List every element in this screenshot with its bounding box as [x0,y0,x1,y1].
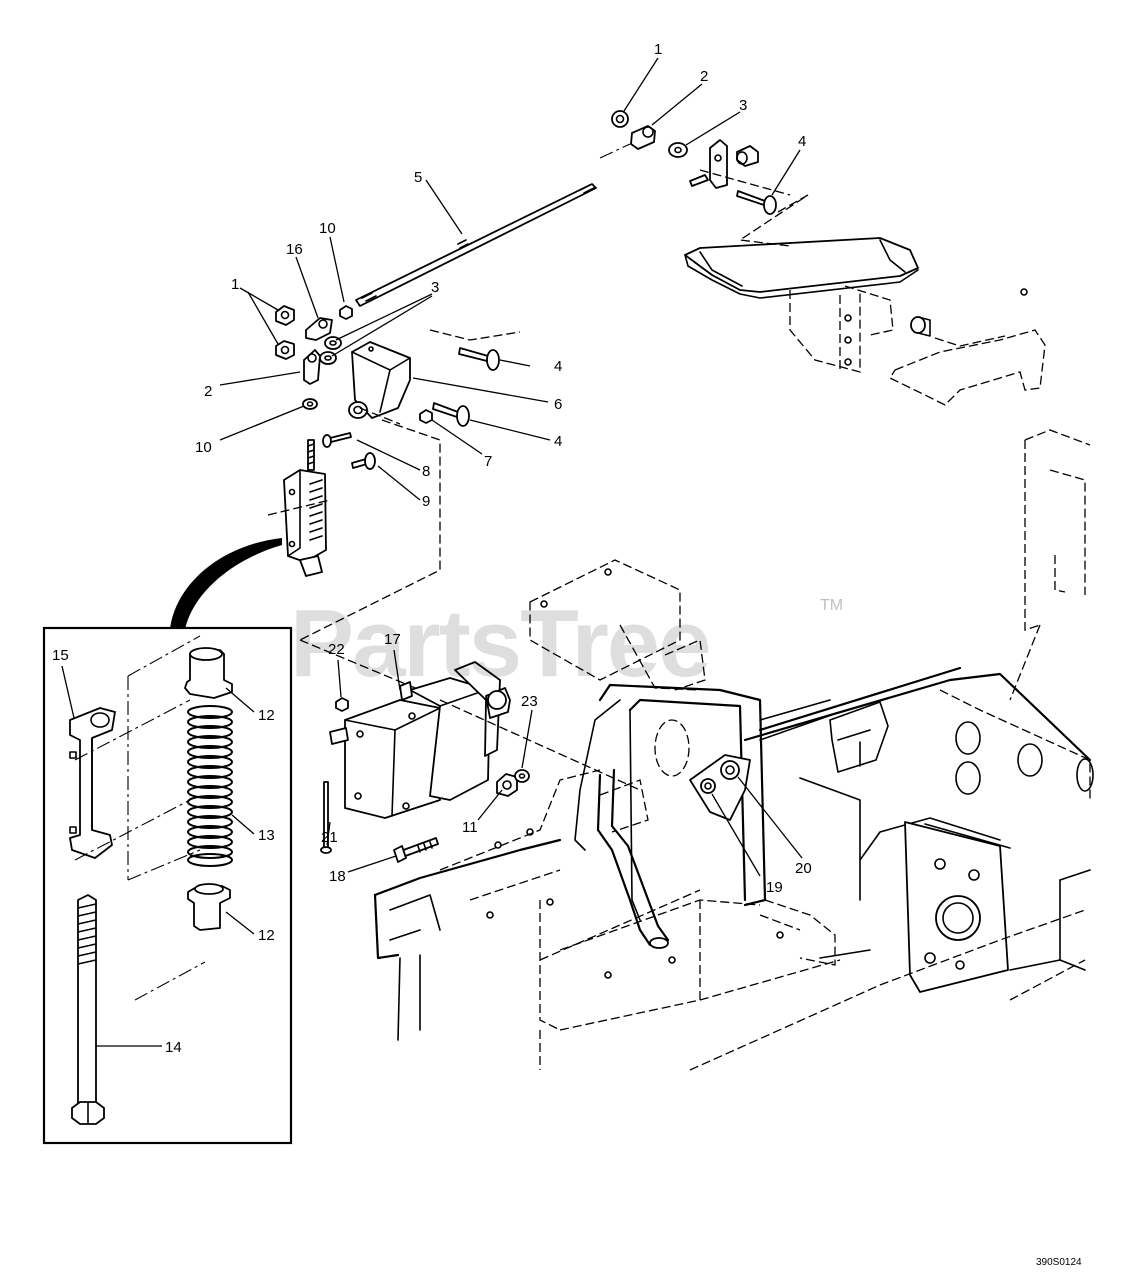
callout-20: 20 [795,860,812,877]
callout-15: 15 [52,647,69,664]
callout-18: 18 [329,868,346,885]
callout-4: 4 [554,433,562,450]
callout-4: 4 [554,358,562,375]
callout-1: 1 [231,276,239,293]
callout-8: 8 [422,463,430,480]
tractor-frame [373,429,1094,1071]
callout-22: 22 [328,641,345,658]
motor-hardware [320,697,530,863]
callout-5: 5 [414,169,422,186]
callout-11: 11 [462,819,478,836]
callout-17: 17 [384,631,401,648]
callout-13: 13 [258,827,275,844]
callout-19: 19 [766,879,783,896]
pedal-assembly [684,139,1046,406]
callout-2: 2 [700,68,708,85]
actuator-motor [329,661,641,819]
callout-2: 2 [204,383,212,400]
detail-inset [42,626,293,1145]
callout-3: 3 [431,279,439,296]
callout-labels: 1 2 3 4 5 10 16 1 3 4 2 6 10 7 4 8 9 15 … [52,41,812,1056]
drawing-code: 390S0124 [1036,1257,1082,1268]
callout-16: 16 [286,241,303,258]
callout-23: 23 [521,693,538,710]
detail-pointer-arrow [170,538,282,630]
callout-6: 6 [554,396,562,413]
watermark-text: PartsTree [290,590,710,697]
callout-7: 7 [484,453,492,470]
watermark-trademark: TM [820,597,843,614]
callout-14: 14 [165,1039,182,1056]
callout-9: 9 [422,493,430,510]
callout-21: 21 [321,829,338,846]
callout-10: 10 [319,220,336,237]
leader-lines [61,57,803,1047]
callout-12: 12 [258,707,275,724]
bellcrank-block [299,329,521,691]
control-rod [355,183,597,307]
rod-end-cluster [275,305,353,410]
upper-rod-end-hardware [599,110,688,159]
bracket-bolts [322,432,376,470]
spring-bracket-assembly [267,439,331,577]
callout-3: 3 [739,97,747,114]
callout-12: 12 [258,927,275,944]
callout-1: 1 [654,41,662,58]
callout-4: 4 [798,133,806,150]
callout-10: 10 [195,439,212,456]
